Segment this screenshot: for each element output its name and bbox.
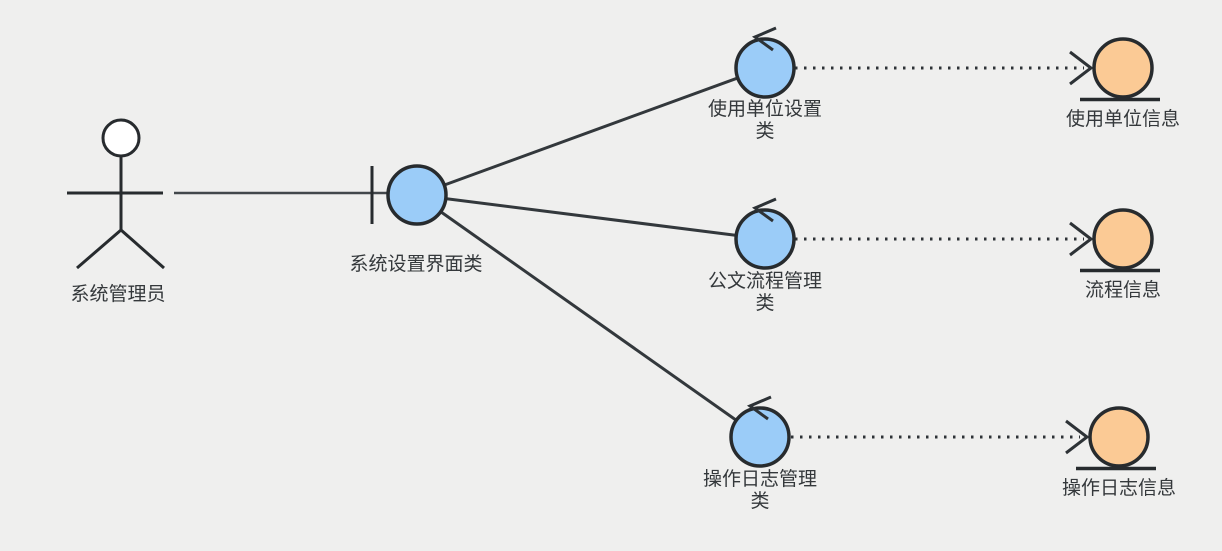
entity-label: 使用单位信息	[1066, 108, 1180, 130]
edge-boundary-to-control-3[interactable]	[416, 193, 761, 439]
control-label-line1: 公文流程管理	[708, 270, 822, 292]
entity-circle-icon	[1088, 406, 1150, 468]
control-label-line2: 类	[755, 292, 774, 314]
control-circle-icon	[734, 208, 796, 270]
actor-system-admin[interactable]: 系统管理员	[67, 118, 166, 305]
actor-label: 系统管理员	[70, 283, 165, 305]
edge-boundary-to-control-2[interactable]	[416, 193, 766, 241]
boundary-label: 系统设置界面类	[349, 253, 482, 275]
entity-label: 流程信息	[1085, 279, 1161, 301]
control-class-node-3[interactable]: 操作日志管理 类	[703, 395, 817, 512]
open-arrowhead-icon	[1069, 221, 1094, 257]
control-label-line1: 使用单位设置	[708, 98, 822, 120]
actor-leg-right	[120, 228, 165, 270]
open-arrowhead-icon	[1065, 419, 1090, 455]
entity-class-node-2[interactable]: 流程信息	[1080, 208, 1161, 301]
actor-leg-left	[76, 228, 122, 270]
control-circle-icon	[734, 37, 796, 99]
control-circle-icon	[729, 406, 791, 468]
entity-circle-icon	[1092, 37, 1154, 99]
entity-class-node-3[interactable]: 操作日志信息	[1062, 406, 1176, 499]
control-label-line2: 类	[755, 120, 774, 142]
boundary-circle-icon	[386, 164, 448, 226]
control-class-node-2[interactable]: 公文流程管理 类	[708, 197, 822, 314]
edge-control3-to-entity3[interactable]	[791, 419, 1090, 455]
entity-label: 操作日志信息	[1062, 477, 1176, 499]
control-arrow-icon	[751, 197, 777, 223]
edge-control1-to-entity1[interactable]	[795, 50, 1094, 86]
control-class-node-1[interactable]: 使用单位设置 类	[708, 26, 822, 142]
entity-class-node-1[interactable]: 使用单位信息	[1066, 37, 1180, 130]
boundary-class-node[interactable]: 系统设置界面类	[349, 164, 483, 275]
edge-control2-to-entity2[interactable]	[795, 221, 1094, 257]
control-label-line2: 类	[750, 490, 769, 512]
entity-circle-icon	[1092, 208, 1154, 270]
control-label-line1: 操作日志管理	[703, 468, 817, 490]
edge-boundary-to-control-1[interactable]	[416, 66, 766, 197]
control-arrow-icon	[751, 26, 777, 52]
open-arrowhead-icon	[1069, 50, 1094, 86]
control-arrow-icon	[746, 395, 772, 421]
actor-head	[101, 118, 141, 158]
